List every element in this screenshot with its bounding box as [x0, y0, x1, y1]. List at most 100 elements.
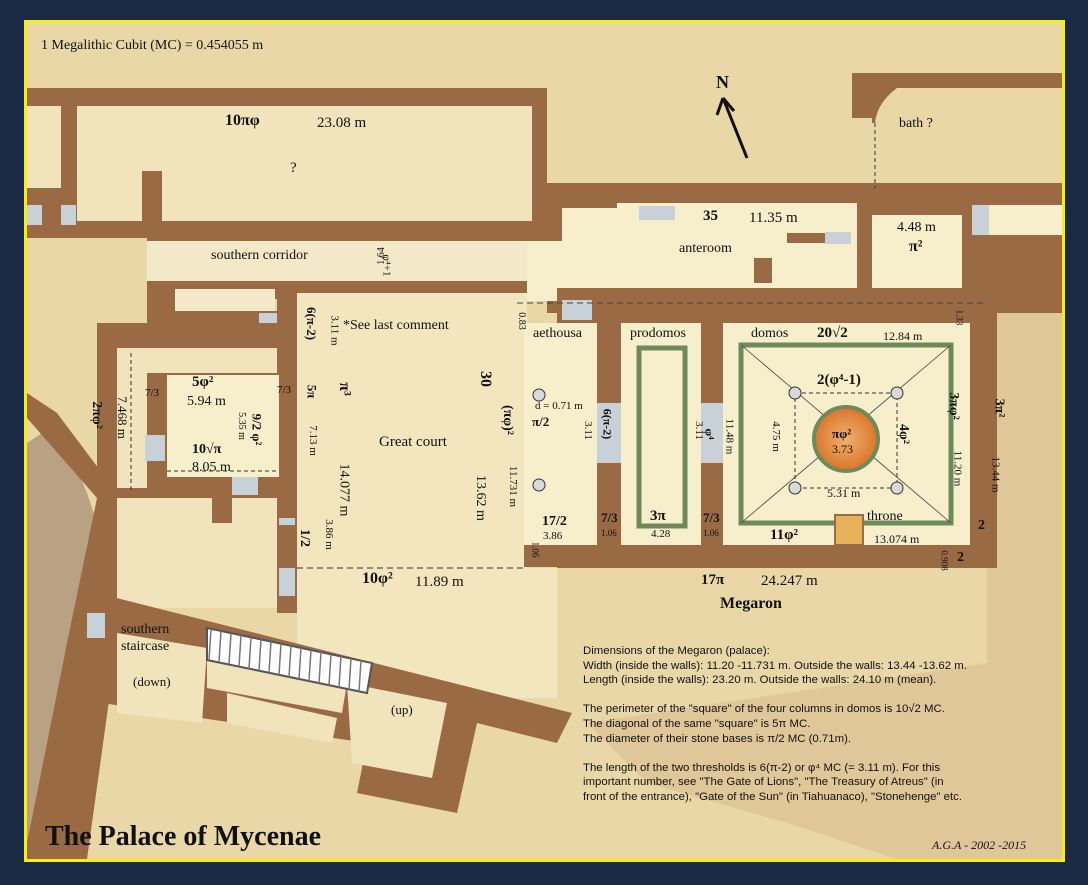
top-room-unknown: ?: [290, 160, 297, 176]
north-label: N: [716, 72, 729, 92]
anteroom-inner-wall: [787, 233, 827, 243]
small-room-ratio-len: 5.35 m: [235, 412, 247, 440]
floor-notch: [77, 188, 142, 221]
side-room-formula: π²: [909, 238, 923, 255]
stair-step-line: [218, 631, 222, 663]
domos-width: 12.84 m: [883, 329, 923, 343]
stair-step-line: [268, 641, 272, 673]
note-line: [583, 688, 967, 703]
floor-side-room: [872, 215, 962, 295]
note-line: Width (inside the walls): 11.20 -11.731 …: [583, 659, 967, 672]
note-line: The diagonal of the same "square" is 5π …: [583, 717, 811, 730]
north-arrow: [721, 97, 749, 159]
palace-plan: [27, 23, 1062, 859]
domos-right-formula: 3πφ²: [945, 392, 961, 420]
court-len2: 13.62 m: [472, 475, 488, 521]
threshold-prodomos-domos: [701, 403, 723, 463]
column-base: [890, 386, 904, 400]
court-top-number: 30: [477, 371, 494, 387]
credit: A.G.A - 2002 -2015: [932, 838, 1027, 852]
stair-step-line: [208, 628, 212, 661]
court-half: 1/2: [296, 529, 312, 547]
throne: [834, 514, 864, 546]
stair-lines: [208, 628, 362, 692]
bath-quarter: [872, 88, 897, 123]
court-top-thresh: [562, 300, 592, 320]
staircase-thresh: [87, 613, 105, 638]
note-line: important number, see "The Gate of Lions…: [583, 776, 944, 789]
domos-square: 2(φ⁴-1): [817, 372, 861, 388]
wall-anteroom-top-gap: [547, 183, 617, 208]
prodomos-phi4: φ⁴: [702, 428, 717, 440]
floor-small-room: [167, 375, 279, 477]
bath-walls: [852, 73, 1062, 118]
west-room-formula: 2πφ²: [88, 401, 104, 429]
court-pi3: π³: [335, 382, 353, 396]
top-room-formula: 10πφ: [225, 112, 260, 129]
domos-label: domos: [751, 326, 789, 341]
wall-megaron-right: [970, 308, 992, 563]
wall-megaron-bottom: [524, 545, 974, 567]
staircase-label-2: staircase: [121, 639, 170, 654]
court-bottom-formula: 10φ²: [362, 570, 393, 587]
corridor-value: 1.64: [375, 247, 387, 265]
domos-73-len: 1.06: [703, 528, 719, 538]
top-room-length: 23.08 m: [317, 115, 367, 131]
column-square: [794, 392, 898, 489]
court-formula-right: (πφ)²: [499, 405, 515, 435]
threshold-left-top2: [61, 205, 76, 225]
prodomos-len: 4.28: [651, 528, 671, 540]
court-left-formula: 6(π-2): [304, 306, 320, 341]
court-left-len2: 7.13 m: [306, 425, 319, 456]
corridor-lower-floor: [175, 289, 275, 311]
court-len3: 11.731 m: [507, 465, 520, 508]
domos-right-len: 11.20 m: [951, 450, 964, 487]
small-lower-room: [117, 498, 277, 608]
corridor-label: southern corridor: [211, 248, 308, 263]
notes-block: Dimensions of the Megaron (palace): Widt…: [583, 644, 967, 805]
scale-note: 1 Megalithic Cubit (MC) = 0.454055 m: [41, 38, 264, 53]
stair-step-line: [258, 639, 262, 671]
court-top-small: 0.83: [515, 312, 527, 330]
stair-step-line: [308, 649, 312, 682]
court-bottom-len: 11.89 m: [415, 574, 464, 590]
threshold-aethousa-prodomos: [597, 403, 621, 463]
note-line: The diameter of their stone bases is π/2…: [583, 732, 852, 745]
stair-step-line: [278, 643, 282, 675]
note-line: The length of the two thresholds is 6(π-…: [583, 761, 941, 774]
prodomos-floor: [621, 323, 701, 545]
aethousa-floor: [524, 323, 597, 545]
note-line: Dimensions of the Megaron (palace):: [583, 645, 770, 657]
court-thresh-2: [279, 568, 295, 596]
stair-step-line: [288, 645, 292, 677]
domos-bottom: 11φ²: [770, 527, 799, 543]
small-room-formula: 5φ²: [192, 374, 214, 390]
aethousa-column: [532, 388, 546, 402]
floor-court-slant: [297, 583, 557, 693]
domos-four-phi: 4φ²: [895, 424, 911, 444]
prodomos-73: 7/3: [601, 510, 618, 525]
column-base: [890, 481, 904, 495]
prodomos-73-len: 1.06: [601, 528, 617, 538]
floor-court: [297, 293, 527, 573]
small-room-73b: 7/3: [277, 384, 292, 396]
stair-step-line: [228, 633, 232, 665]
megaron-outer-right: 3π²: [991, 398, 1007, 418]
floor-left-anteroom: [562, 216, 622, 241]
staircase-inner: [227, 693, 337, 743]
domos-throne: throne: [867, 509, 903, 524]
court-left-len: 3.11 m: [328, 315, 341, 346]
small-thresh-b: [232, 477, 258, 495]
note-line: front of the entrance), "Gate of the Sun…: [583, 790, 963, 803]
domos-width-formula: 20√2: [817, 325, 848, 341]
domos-left-len: 11.48 m: [723, 418, 736, 455]
megaron-outer-len: 13.44 m: [989, 456, 1002, 493]
anteroom-thresh-top: [639, 206, 675, 220]
small-room-bottom: 10√π: [192, 442, 222, 457]
anteroom-pillar: [754, 258, 772, 283]
prodomos-three-pi: 3π: [650, 508, 666, 524]
aethousa-label: aethousa: [533, 326, 582, 341]
note-line: Length (inside the walls): 23.20 m. Outs…: [583, 674, 937, 687]
note-line: [583, 746, 967, 761]
hearth: [812, 405, 880, 473]
